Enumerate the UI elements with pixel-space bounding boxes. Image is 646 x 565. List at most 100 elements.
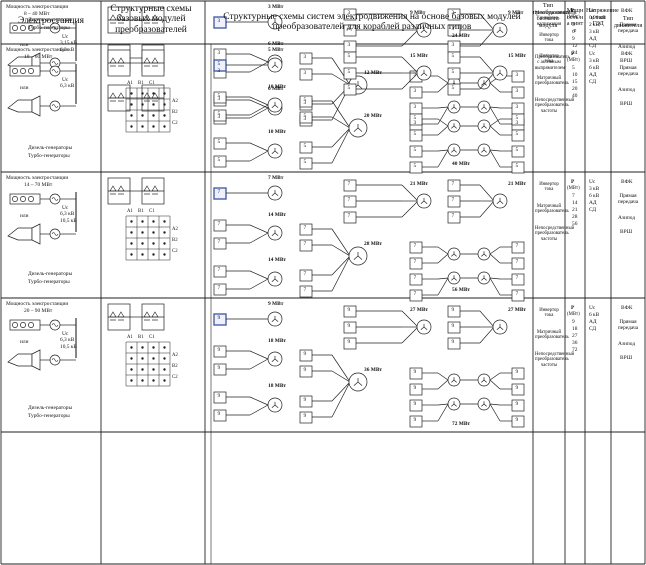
propulsor-4: ВРШ — [620, 101, 633, 107]
matrix-switch — [163, 220, 166, 223]
wire — [331, 73, 351, 86]
uc-value: 10,5 кВ — [60, 344, 77, 350]
motor-stroke — [453, 277, 457, 281]
matrix-switch — [152, 103, 155, 106]
power-label-5: 15 МВт — [410, 53, 429, 59]
wire — [249, 142, 269, 152]
or-label: или — [20, 339, 29, 345]
sine-glyph — [51, 69, 59, 73]
converter-label: 5 — [413, 131, 417, 137]
matrix-switch — [152, 379, 155, 382]
power-label-2: 18 МВт — [268, 338, 287, 344]
matrix-label: B2 — [172, 364, 178, 369]
matrix-switch — [141, 92, 144, 95]
power-label-6: 21 МВт — [508, 181, 527, 187]
converter-label: 7 — [413, 291, 417, 297]
converter — [299, 349, 313, 362]
matrix-switch — [163, 92, 166, 95]
converter-label: 9 — [413, 369, 417, 375]
power-label-7: 56 МВт — [452, 287, 471, 293]
voltage-value: 6 кВ — [589, 65, 600, 71]
converter-label: 5 — [347, 69, 351, 75]
uc-value: 6,3 кВ — [60, 83, 75, 89]
sine-glyph — [51, 26, 59, 30]
motor-stroke — [423, 326, 428, 331]
voltage-value: Uc — [589, 179, 596, 185]
converter — [213, 155, 227, 168]
converter — [343, 195, 357, 208]
converter — [447, 195, 461, 208]
wire — [489, 118, 501, 127]
converter-label: 7 — [217, 239, 221, 245]
converter-label: 9 — [451, 307, 455, 313]
station-title: Мощность электростанции — [6, 301, 69, 307]
converter-type-label: Матричный преобразователь — [535, 204, 569, 215]
uc-value: 6,3 кВ — [60, 47, 75, 53]
motor-stroke — [274, 150, 279, 155]
power-label-4: 36 МВт — [364, 367, 383, 373]
converter-label: 3 — [303, 70, 307, 76]
motor-stroke — [453, 379, 457, 383]
motor-stroke — [357, 84, 363, 89]
converter — [343, 321, 357, 334]
motor-stroke — [274, 232, 279, 237]
converter-label: 7 — [515, 291, 519, 297]
matrix-switch — [152, 242, 155, 245]
motor-stroke — [420, 29, 425, 34]
header-station: Электростанция — [18, 16, 84, 26]
matrix-label: C2 — [172, 121, 178, 126]
converter-label: 5 — [303, 113, 307, 119]
power-label-1: 5 МВт — [268, 47, 284, 53]
matrix-switch — [141, 220, 144, 223]
cylinder-icon — [12, 322, 18, 328]
motor-stroke — [271, 318, 276, 323]
converter — [299, 223, 313, 236]
converter-label: 5 — [217, 139, 221, 145]
cylinder-icon — [20, 322, 26, 328]
wire — [479, 200, 495, 218]
cylinder-icon — [28, 25, 34, 31]
matrix-switch — [130, 231, 133, 234]
power-col-unit: (МВт) — [567, 312, 580, 317]
turbine-body — [7, 99, 33, 113]
converter — [409, 399, 423, 412]
converter-label: 7 — [347, 181, 351, 187]
power-value: 9 — [572, 319, 575, 325]
converter-label: 9 — [515, 369, 519, 375]
turbo-label: Турбо-генераторы — [28, 279, 70, 285]
power-value: 12 — [572, 43, 578, 49]
matrix-switch — [141, 242, 144, 245]
power-value: 56 — [572, 221, 578, 227]
wire — [437, 75, 449, 84]
matrix-switch — [130, 368, 133, 371]
converter — [447, 51, 461, 64]
motor-stroke — [271, 358, 276, 363]
converter — [213, 391, 227, 404]
wire — [489, 403, 501, 422]
voltage-value: 6 кВ — [589, 193, 600, 199]
converter — [511, 289, 525, 302]
motor-stroke — [357, 381, 363, 386]
power-col-head: P — [571, 179, 575, 185]
converter-label: 9 — [217, 347, 221, 353]
wire — [331, 255, 351, 276]
voltage-value: АД — [589, 319, 597, 325]
converter — [299, 239, 313, 252]
wire — [401, 326, 419, 344]
header-motor: Тип движителя — [613, 15, 643, 29]
converter-label: 7 — [515, 259, 519, 265]
power-label-1: 7 МВт — [268, 175, 284, 181]
motor-stroke — [496, 72, 501, 77]
converter — [447, 67, 461, 80]
matrix-switch — [163, 242, 166, 245]
propulsor-1: ВФК — [621, 51, 633, 57]
motor-stroke — [271, 192, 276, 197]
converter-label: 7 — [413, 259, 417, 265]
motor-stroke — [451, 106, 455, 110]
converter — [409, 257, 423, 270]
converter — [409, 273, 423, 286]
wire — [249, 61, 269, 73]
motor-stroke — [274, 104, 279, 109]
wire — [249, 104, 269, 116]
converter-label: 3 — [413, 72, 417, 78]
